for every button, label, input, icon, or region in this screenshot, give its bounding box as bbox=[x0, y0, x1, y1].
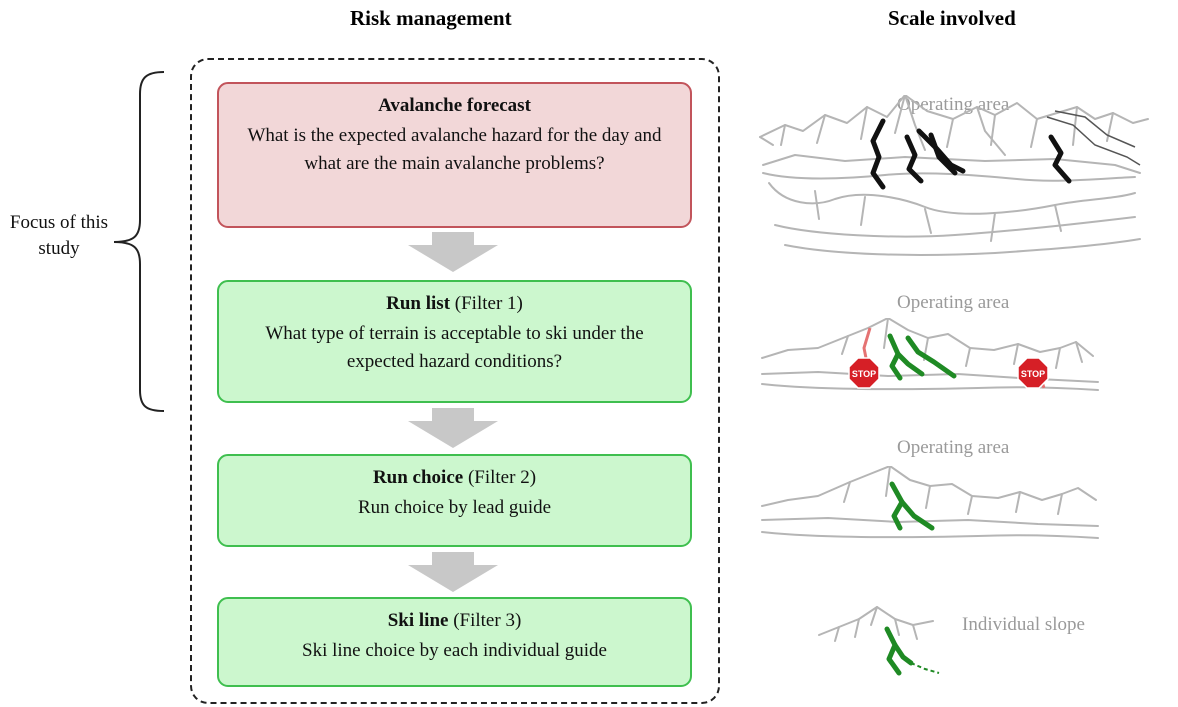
scale-label: Operating area bbox=[897, 437, 1010, 458]
run-list-box: Run list (Filter 1) What type of terrain… bbox=[217, 280, 692, 403]
operating-area-sketch bbox=[759, 95, 1149, 256]
step-title-line: Ski line (Filter 3) bbox=[233, 607, 676, 635]
stop-sign-icon: STOP bbox=[848, 357, 880, 389]
step-title: Ski line bbox=[387, 610, 449, 631]
scale-involved-header: Scale involved bbox=[888, 6, 1016, 30]
down-arrow-icon bbox=[408, 232, 498, 272]
risk-management-header: Risk management bbox=[350, 6, 512, 30]
step-title: Avalanche forecast bbox=[378, 95, 531, 116]
individual-slope-sketch bbox=[818, 606, 940, 676]
avalanche-forecast-box: Avalanche forecast What is the expected … bbox=[217, 82, 692, 228]
step-title-line: Run choice (Filter 2) bbox=[233, 464, 676, 492]
stop-sign-text: STOP bbox=[1021, 369, 1045, 379]
stop-sign-icon: STOP bbox=[1017, 357, 1049, 389]
run-list-sketch: STOP STOP bbox=[761, 318, 1099, 391]
step-question: What type of terrain is acceptable to sk… bbox=[265, 323, 644, 372]
step-title: Run list bbox=[386, 293, 451, 314]
step-question: Run choice by lead guide bbox=[357, 497, 552, 518]
scale-label: Individual slope bbox=[962, 614, 1085, 635]
run-choice-box: Run choice (Filter 2) Run choice by lead… bbox=[217, 454, 692, 547]
step-title-line: Avalanche forecast bbox=[233, 92, 676, 120]
focus-of-study-label: Focus of this study bbox=[9, 212, 109, 259]
step-title: Run choice bbox=[372, 467, 464, 488]
down-arrow-icon bbox=[408, 408, 498, 448]
step-filter: (Filter 3) bbox=[453, 610, 522, 631]
step-title-line: Run list (Filter 1) bbox=[233, 290, 676, 318]
step-filter: (Filter 2) bbox=[467, 467, 537, 488]
scale-label: Operating area bbox=[897, 292, 1010, 313]
step-question: Ski line choice by each individual guide bbox=[302, 640, 607, 661]
stop-sign-text: STOP bbox=[852, 369, 876, 379]
down-arrow-icon bbox=[408, 552, 498, 592]
step-filter: (Filter 1) bbox=[454, 293, 523, 314]
curly-brace-icon bbox=[113, 71, 165, 412]
risk-management-frame bbox=[190, 58, 720, 704]
ski-line-box: Ski line (Filter 3) Ski line choice by e… bbox=[217, 597, 692, 687]
step-question: What is the expected avalanche hazard fo… bbox=[247, 125, 662, 174]
run-choice-sketch bbox=[761, 466, 1099, 539]
